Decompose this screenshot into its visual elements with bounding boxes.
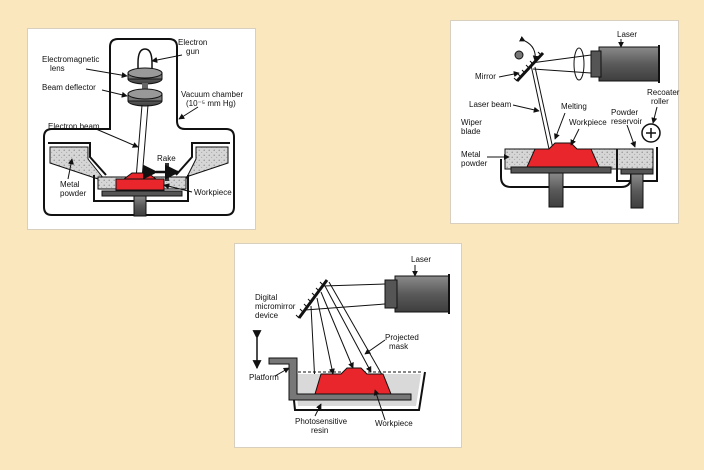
electromagnetic-lens <box>127 67 163 85</box>
electron-beam-line <box>135 104 143 180</box>
focusing-lens <box>573 47 585 81</box>
label-electron-beam: Electron beam <box>48 122 100 131</box>
beam-deflector <box>127 88 163 107</box>
laser-source <box>590 45 660 83</box>
platform <box>268 357 412 401</box>
laser-source <box>384 274 450 314</box>
build-piston <box>133 195 147 217</box>
digital-micromirror-device <box>295 279 329 319</box>
label-workpiece: Workpiece <box>194 188 232 197</box>
workpiece <box>526 142 600 168</box>
rake <box>142 163 180 181</box>
mirror-pivot <box>514 50 524 60</box>
label-workpiece: Workpiece <box>569 118 607 127</box>
recoater-roller <box>641 123 661 143</box>
label-laser: Laser <box>617 30 637 39</box>
electron-gun <box>137 48 153 74</box>
label-rake: Rake <box>157 154 176 163</box>
label-vacuum-chamber: Vacuum chamber(10⁻⁵ mm Hg) <box>181 90 243 108</box>
build-piston <box>548 172 564 208</box>
label-platform: Platform <box>249 373 279 382</box>
workpiece <box>314 367 392 395</box>
label-workpiece: Workpiece <box>375 419 413 428</box>
laser-beam-line <box>530 64 550 150</box>
powder-reservoir <box>616 148 654 170</box>
vacuum-chamber <box>43 38 235 216</box>
workpiece <box>115 178 165 191</box>
label-laser: Laser <box>411 255 431 264</box>
label-mirror: Mirror <box>475 72 496 81</box>
label-melting: Melting <box>561 102 587 111</box>
label-laser-beam: Laser beam <box>469 100 512 109</box>
projected-mask-beams <box>310 281 386 385</box>
label-beam-deflector: Beam deflector <box>42 83 96 92</box>
reservoir-piston <box>630 173 644 209</box>
